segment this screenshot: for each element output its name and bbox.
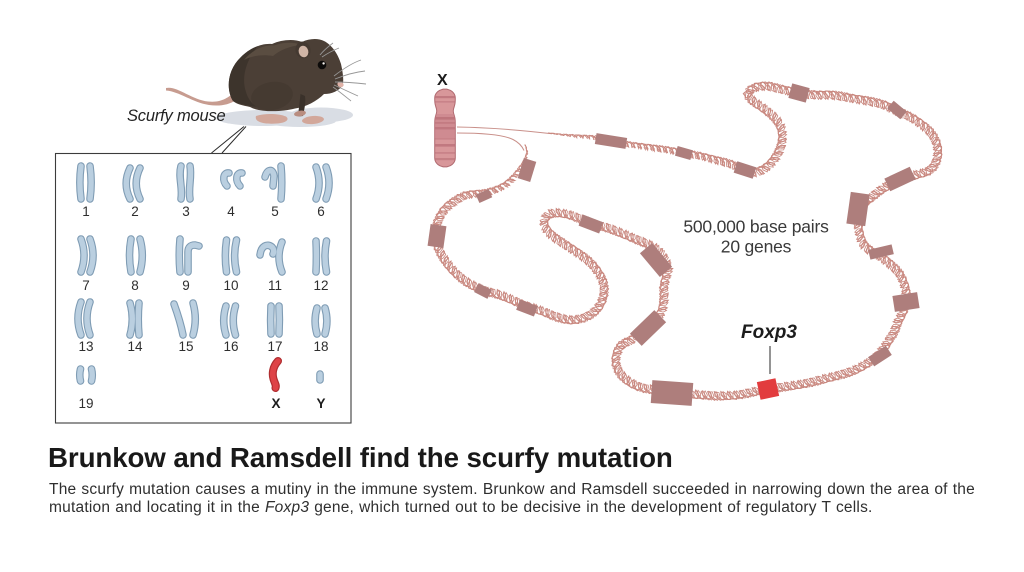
svg-text:4: 4 <box>227 204 235 219</box>
svg-text:Y: Y <box>316 396 325 411</box>
svg-text:Foxp3: Foxp3 <box>741 322 797 343</box>
svg-text:15: 15 <box>178 339 193 354</box>
svg-text:1: 1 <box>82 204 90 219</box>
svg-text:17: 17 <box>267 339 282 354</box>
svg-text:10: 10 <box>223 278 238 293</box>
svg-text:7: 7 <box>82 278 90 293</box>
svg-text:3: 3 <box>182 204 190 219</box>
svg-text:16: 16 <box>223 339 238 354</box>
svg-text:8: 8 <box>131 278 139 293</box>
svg-text:2: 2 <box>131 204 139 219</box>
svg-text:20 genes: 20 genes <box>721 237 792 257</box>
svg-text:13: 13 <box>78 339 93 354</box>
svg-text:14: 14 <box>127 339 143 354</box>
svg-text:X: X <box>437 72 448 89</box>
svg-text:11: 11 <box>268 278 282 293</box>
svg-text:6: 6 <box>317 204 325 219</box>
svg-text:5: 5 <box>271 204 279 219</box>
svg-text:18: 18 <box>313 339 328 354</box>
svg-text:9: 9 <box>182 278 190 293</box>
svg-text:500,000 base pairs: 500,000 base pairs <box>683 217 829 237</box>
svg-text:12: 12 <box>313 278 328 293</box>
svg-text:X: X <box>271 396 280 411</box>
svg-text:19: 19 <box>78 396 93 411</box>
